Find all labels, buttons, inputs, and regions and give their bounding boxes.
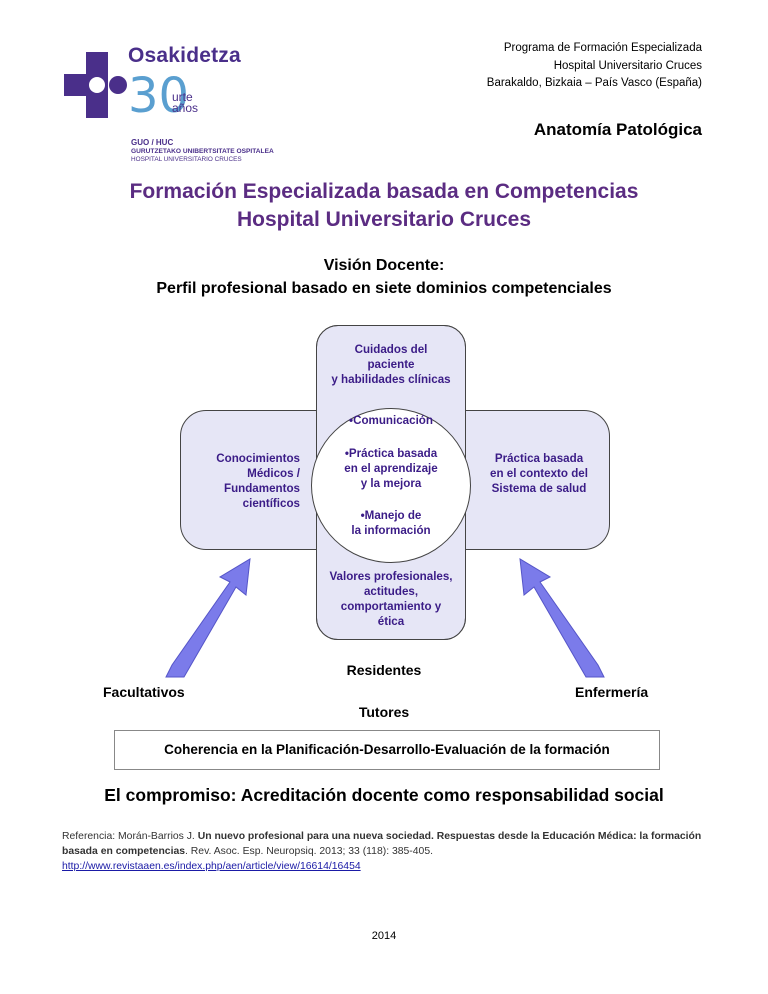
subtitle-line1: Visión Docente: <box>323 257 445 274</box>
logo-urte: urte <box>172 90 193 104</box>
domain-left-line: Conocimientos <box>216 452 300 465</box>
domain-bottom-line: comportamiento y <box>340 600 442 613</box>
logo-urte-anos: urte años <box>172 90 199 115</box>
subtitle-line2: Perfil profesional basado en siete domin… <box>156 280 612 297</box>
commitment-heading: El compromiso: Acreditación docente como… <box>104 785 664 805</box>
domain-right-line: Sistema de salud <box>491 482 587 495</box>
arrow-left-up-icon <box>165 558 251 678</box>
domain-center-practica: •Práctica basada en el aprendizaje y la … <box>316 446 466 491</box>
center-circle <box>311 408 471 563</box>
label-facultativos: Facultativos <box>103 684 185 700</box>
domain-center-manejo-line: •Manejo de <box>360 509 422 522</box>
label-residentes: Residentes <box>346 662 422 678</box>
domain-right-line: Práctica basada <box>494 452 584 465</box>
logo-basque-name: GURUTZETAKO UNIBERTSITATE OSPITALEA <box>131 148 274 155</box>
specialty-title: Anatomía Patológica <box>533 120 702 139</box>
reference-title: Un nuevo profesional para una nueva soci… <box>62 831 702 857</box>
domain-top: Cuidados del paciente y habilidades clín… <box>316 342 466 387</box>
logo-guo: GUO / HUC <box>131 138 174 147</box>
label-tutores: Tutores <box>358 704 410 720</box>
logo-brand: Osakidetza <box>128 44 241 67</box>
domain-bottom-line: actitudes, <box>363 585 419 598</box>
domain-top-line: y habilidades clínicas <box>331 373 451 386</box>
domain-bottom-line: Valores profesionales, <box>329 570 453 583</box>
domain-center-practica-line: •Práctica basada <box>344 447 438 460</box>
domain-left-line: científicos <box>242 497 300 510</box>
logo-spanish-name: HOSPITAL UNIVERSITARIO CRUCES <box>131 156 242 163</box>
domain-bottom-line: ética <box>377 615 405 628</box>
domain-bottom: Valores profesionales, actitudes, compor… <box>316 569 466 629</box>
footer-year: 2014 <box>371 930 397 942</box>
logo-anos: años <box>172 101 199 115</box>
reference-journal: . Rev. Asoc. Esp. Neuropsiq. 2013; 33 (1… <box>185 846 433 857</box>
header-location: Barakaldo, Bizkaia – País Vasco (España) <box>486 77 702 89</box>
domain-left-line: Médicos / <box>247 467 300 480</box>
coherence-box: Coherencia en la Planificación-Desarroll… <box>114 730 660 770</box>
logo-anniversary-number: 30 <box>128 68 190 124</box>
domain-center-practica-line: en el aprendizaje <box>344 462 438 475</box>
reference: Referencia: Morán-Barrios J. Un nuevo pr… <box>62 829 712 874</box>
header-program: Programa de Formación Especializada <box>503 42 702 54</box>
label-enfermeria: Enfermería <box>575 684 649 700</box>
domain-center-manejo: •Manejo de la información <box>316 508 466 538</box>
main-title-line1: Formación Especializada basada en Compet… <box>129 180 639 203</box>
domain-right: Práctica basada en el contexto del Siste… <box>476 451 602 496</box>
osakidetza-logo-mark <box>64 52 127 118</box>
domain-top-line: Cuidados del <box>354 343 428 356</box>
reference-prefix: Referencia: Morán-Barrios J. <box>62 831 198 842</box>
domain-center-practica-line: y la mejora <box>360 477 422 490</box>
domain-right-line: en el contexto del <box>490 467 588 480</box>
domain-center-manejo-line: la información <box>351 524 431 537</box>
header-hospital: Hospital Universitario Cruces <box>553 60 702 72</box>
domain-top-line: paciente <box>367 358 415 371</box>
reference-link[interactable]: http://www.revistaaen.es/index.php/aen/a… <box>62 861 361 872</box>
main-title-line2: Hospital Universitario Cruces <box>236 208 532 231</box>
domain-left: Conocimientos Médicos / Fundamentos cien… <box>190 451 300 511</box>
arrow-right-up-icon <box>519 558 605 678</box>
domain-center-comunicacion: •Comunicación <box>349 414 433 427</box>
domain-left-line: Fundamentos <box>223 482 300 495</box>
